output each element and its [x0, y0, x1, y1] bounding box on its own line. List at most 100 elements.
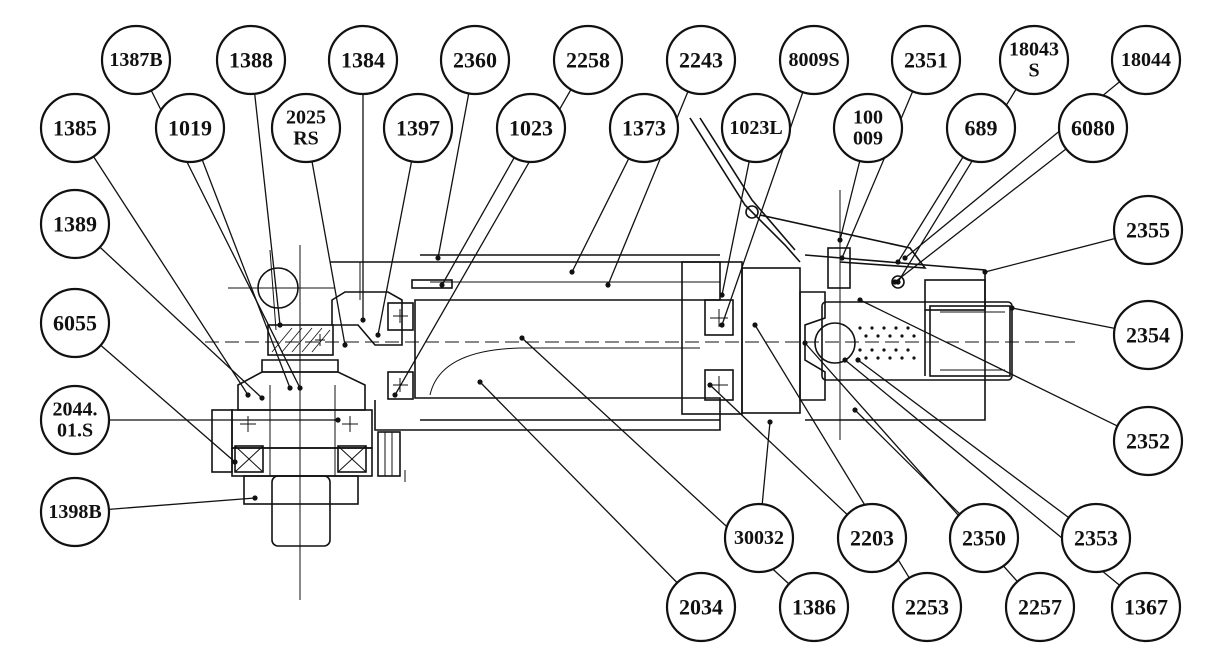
callout-2203: 2203 [836, 502, 908, 574]
leader-dot-1019 [287, 385, 293, 391]
leader-line-1385 [92, 156, 249, 396]
callout-label: RS [293, 128, 319, 150]
callout-circle [665, 571, 737, 643]
callout-circle [1060, 502, 1132, 574]
callout-circle [439, 24, 511, 96]
callout-label: 2352 [1126, 429, 1170, 454]
callout-label: 01.S [57, 420, 93, 442]
callout-circle [891, 571, 963, 643]
callout-group: 1387B 1388 1384 2360 2258 2243 8009S 2351 18043S… [39, 24, 1184, 643]
callout-1367: 1367 [1110, 571, 1182, 643]
callout-2351: 2351 [890, 24, 962, 96]
leader-line-2203 [709, 384, 848, 516]
leader-line-2352 [859, 299, 1118, 427]
callout-1388: 1388 [215, 24, 287, 96]
callout-689: 689 [945, 92, 1017, 164]
callout-circle [945, 92, 1017, 164]
callout-6080: 6080 [1057, 92, 1129, 164]
callout-label: 2360 [453, 48, 497, 73]
callout-2354: 2354 [1112, 299, 1184, 371]
leader-dot-2243 [605, 282, 611, 288]
callout-label: 1384 [341, 48, 385, 73]
callout-label: 1019 [168, 116, 212, 141]
callout-2350: 2350 [948, 502, 1020, 574]
callout-label: 1373 [622, 116, 666, 141]
callout-label: 2258 [566, 48, 610, 73]
callout-circle [1112, 299, 1184, 371]
leader-line-1388 [254, 93, 281, 326]
callout-label: 009 [853, 128, 883, 150]
callout-label: 1385 [53, 116, 97, 141]
callout-circle [382, 92, 454, 164]
leader-dot-2025RS [342, 342, 348, 348]
callout-6055: 6055 [39, 287, 111, 359]
callout-label: 2243 [679, 48, 723, 73]
leader-line-30032 [761, 421, 771, 505]
callout-label: 8009S [788, 49, 839, 71]
callout-circle [39, 188, 111, 260]
callout-circle [832, 92, 904, 164]
leader-dot-1023L [719, 292, 725, 298]
callout-circle [890, 24, 962, 96]
callout-2360: 2360 [439, 24, 511, 96]
callout-label: 2257 [1018, 595, 1062, 620]
callout-label: 1023L [729, 117, 782, 139]
leader-dot-2352 [857, 297, 863, 303]
leader-dot-1387B [297, 385, 303, 391]
callout-30032: 30032 [723, 502, 795, 574]
leader-dot-689 [895, 259, 901, 265]
leader-dot-2034 [477, 379, 483, 385]
callout-circle [327, 24, 399, 96]
callout-label: 689 [965, 116, 998, 141]
leader-dot-18044 [902, 255, 908, 261]
callout-2352: 2352 [1112, 405, 1184, 477]
leader-line-1389 [99, 246, 263, 399]
leader-line-2354 [1011, 307, 1115, 330]
leader-dot-1389 [259, 395, 265, 401]
callout-circle [39, 476, 111, 548]
callout-label: 1389 [53, 212, 97, 237]
leader-dot-1388 [277, 322, 283, 328]
leader-dot-2257 [802, 340, 808, 346]
leader-line-2034 [479, 381, 678, 584]
callout-1023: 1023 [495, 92, 567, 164]
callout-2353: 2353 [1060, 502, 1132, 574]
leader-dot-2253 [752, 322, 758, 328]
leader-dot-2351 [839, 255, 845, 261]
callout-label: 30032 [734, 527, 784, 549]
callout-2355: 2355 [1112, 194, 1184, 266]
callout-circle [154, 92, 226, 164]
callout-label: 6080 [1071, 116, 1115, 141]
leader-dot-8009S [719, 322, 725, 328]
callout-circle [100, 24, 172, 96]
callout-label: 1387B [109, 49, 162, 71]
leader-dot-2355 [982, 269, 988, 275]
callout-8009S: 8009S [778, 24, 850, 96]
callout-1023L: 1023L [720, 92, 792, 164]
callout-circle [1112, 194, 1184, 266]
leader-dot-1398B [252, 495, 258, 501]
callout-circle [1110, 24, 1182, 96]
leader-dot-1397 [375, 332, 381, 338]
leader-dot-1385 [245, 392, 251, 398]
callout-2034: 2034 [665, 571, 737, 643]
leader-dot-2360 [435, 255, 441, 261]
leader-dot-2258 [392, 392, 398, 398]
callout-label: 1397 [396, 116, 440, 141]
callout-2044.01.S: 2044.01.S [39, 384, 111, 456]
leader-dot-100009 [837, 237, 843, 243]
leader-line-1023 [441, 157, 515, 286]
callout-circle [665, 24, 737, 96]
callout-label: 2351 [904, 48, 948, 73]
assembly-drawing [205, 117, 1075, 600]
callout-label: 1023 [509, 116, 553, 141]
callout-circle [948, 502, 1020, 574]
callout-label: 18044 [1121, 49, 1171, 71]
callout-circle [39, 92, 111, 164]
leader-line-689 [897, 156, 964, 263]
callout-circle [1110, 571, 1182, 643]
leader-dot-1367 [842, 357, 848, 363]
callout-2253: 2253 [891, 571, 963, 643]
callout-1397: 1397 [382, 92, 454, 164]
